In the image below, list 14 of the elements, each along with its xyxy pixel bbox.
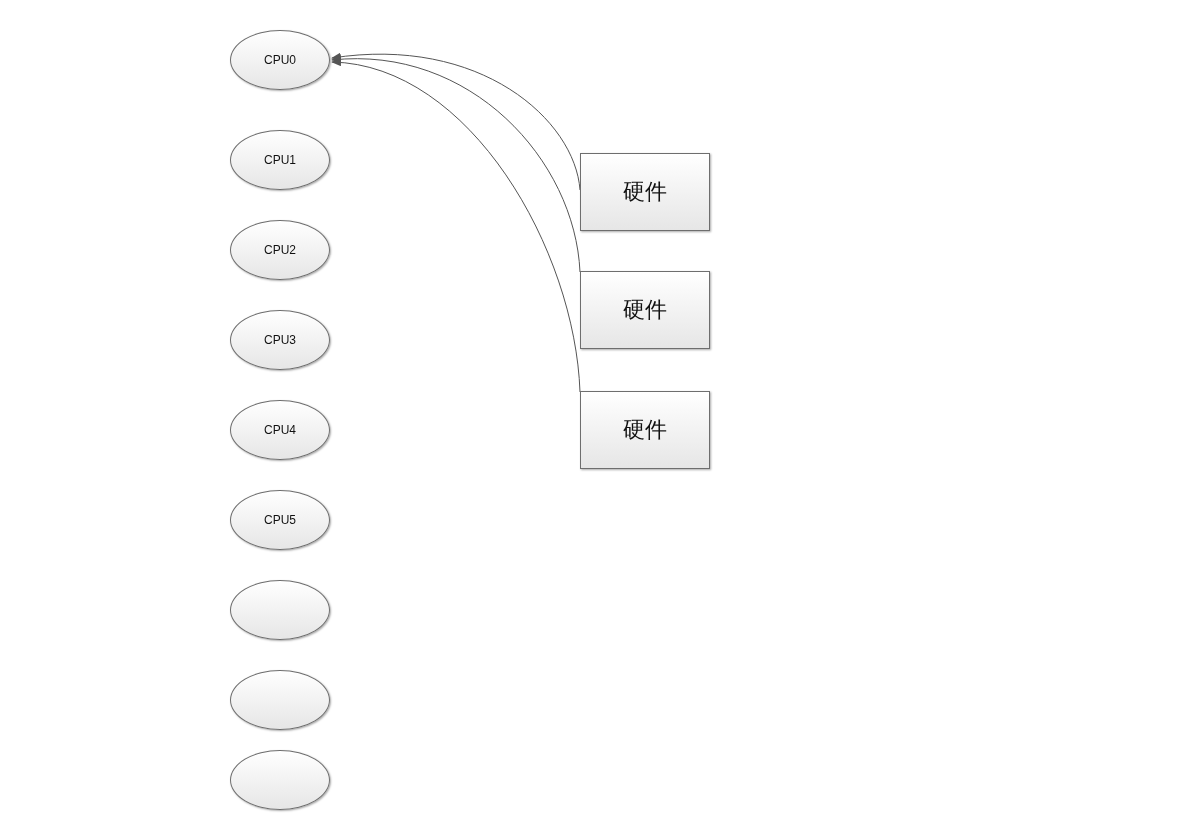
arrow <box>331 59 581 393</box>
ellipse-node: CPU1 <box>230 130 330 190</box>
ellipse-node <box>230 580 330 640</box>
ellipse-node: CPU3 <box>230 310 330 370</box>
ellipse-node: CPU5 <box>230 490 330 550</box>
ellipse-node: CPU0 <box>230 30 330 90</box>
arrow <box>331 55 581 273</box>
process-box: 硬件 <box>580 271 710 349</box>
ellipse-node: CPU2 <box>230 220 330 280</box>
ellipse-node: CPU4 <box>230 400 330 460</box>
ellipse-node <box>230 750 330 810</box>
ellipse-node <box>230 670 330 730</box>
process-box: 硬件 <box>580 153 710 231</box>
process-box: 硬件 <box>580 391 710 469</box>
